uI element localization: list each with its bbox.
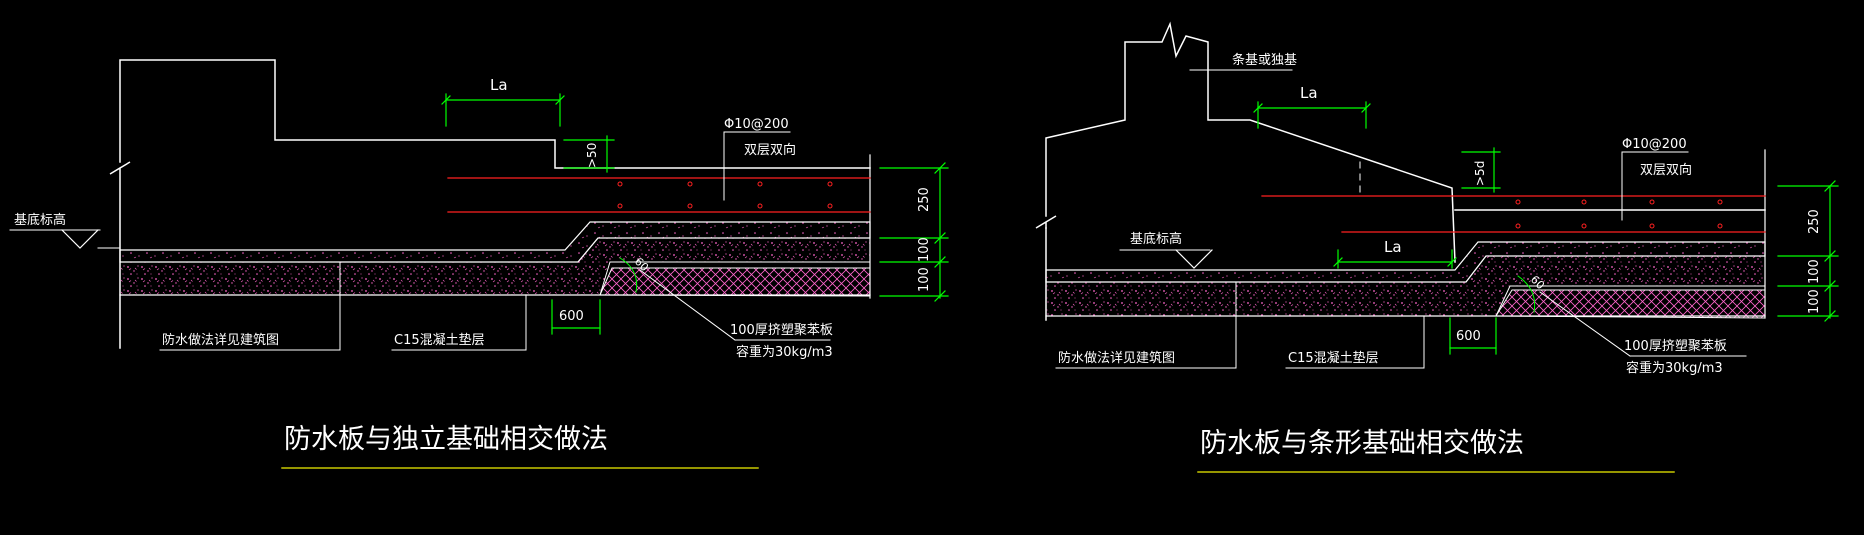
right-note-leaders: [1055, 281, 1747, 369]
right-600-label: 600: [1456, 329, 1481, 344]
right-board-note: 100厚挤塑聚苯板: [1624, 339, 1727, 354]
right-rebar-dots: [1515, 199, 1723, 229]
left-waterproof-note: 防水做法详见建筑图: [162, 332, 279, 348]
left-cushion-note: C15混凝土垫层: [394, 332, 485, 348]
right-rebar-spec: Φ10@200: [1622, 137, 1687, 152]
right-foundation-label: 条基或独基: [1232, 52, 1297, 68]
right-la-top-label: La: [1300, 84, 1318, 102]
right-base-elevation-label: 基底标高: [1130, 231, 1182, 247]
left-step-dimension: [563, 135, 615, 173]
right-rebar-layers: 双层双向: [1640, 162, 1692, 178]
right-dim-250: 250: [1807, 209, 1822, 234]
left-600-label: 600: [559, 309, 584, 324]
right-vertical-dimensions: [1777, 180, 1839, 322]
right-dim-100a: 100: [1807, 259, 1822, 284]
left-density-note: 容重为30kg/m3: [736, 344, 833, 360]
left-board-note: 100厚挤塑聚苯板: [730, 323, 833, 338]
left-rebar-layers: 双层双向: [744, 142, 796, 158]
right-la-top-dimension: [1253, 101, 1371, 129]
right-density-note: 容重为30kg/m3: [1626, 360, 1723, 376]
right-footing-outline: [1035, 21, 1766, 263]
right-angle-arc: [1517, 275, 1536, 313]
left-angle-arc: [619, 257, 638, 293]
right-step-label: >5d: [1473, 161, 1487, 186]
left-detail: 基底标高 La >50 Φ10@200 双层双向: [9, 59, 949, 469]
left-base-elevation: 基底标高: [9, 212, 121, 249]
right-600-dimension: [1449, 317, 1497, 355]
right-la-bottom-label: La: [1384, 238, 1402, 256]
left-la-label: La: [490, 76, 508, 94]
left-dim-100a: 100: [917, 237, 932, 262]
left-base-elevation-label: 基底标高: [14, 212, 66, 228]
left-la-dimension: [441, 93, 565, 127]
left-step-label: >50: [585, 143, 599, 168]
right-la-bottom-dimension: [1333, 249, 1457, 269]
left-dim-250: 250: [917, 187, 932, 212]
left-rebar-leader: [723, 131, 791, 201]
right-detail-title: 防水板与条形基础相交做法: [1200, 428, 1524, 459]
right-base-elevation: 基底标高: [1119, 231, 1213, 269]
left-600-dimension: [551, 299, 601, 335]
right-waterproof-note: 防水做法详见建筑图: [1058, 350, 1175, 366]
left-detail-title: 防水板与独立基础相交做法: [284, 424, 608, 455]
right-rebar-leader: [1621, 151, 1689, 221]
left-footing-outline: [109, 59, 871, 349]
right-xps-board: [1495, 289, 1766, 319]
right-cushion-note: C15混凝土垫层: [1288, 350, 1379, 366]
left-note-leaders: [159, 261, 831, 351]
left-xps-board: [599, 267, 871, 297]
right-dim-100b: 100: [1807, 289, 1822, 314]
right-step-dimension: [1461, 147, 1501, 193]
left-dim-100b: 100: [917, 267, 932, 292]
left-rebar-dots: [617, 181, 833, 209]
right-detail: 条基或独基 基底标高 La La: [1035, 21, 1839, 473]
left-rebar-spec: Φ10@200: [724, 117, 789, 132]
left-vertical-dimensions: [879, 162, 949, 302]
